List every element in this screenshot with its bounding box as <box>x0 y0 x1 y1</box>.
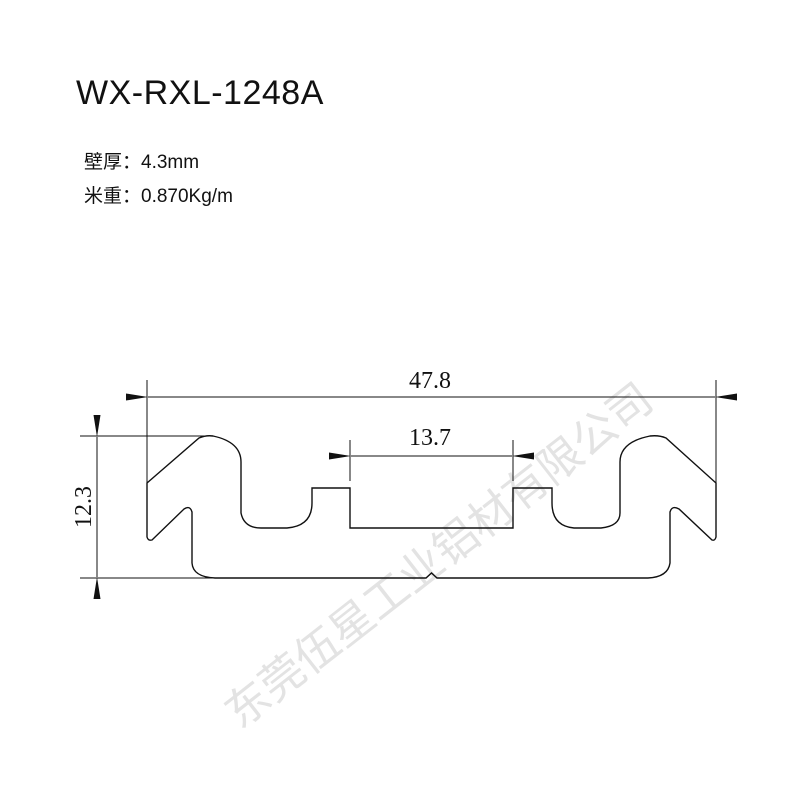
profile-outline <box>146 435 717 579</box>
spec-value: 0.870Kg/m <box>141 186 233 207</box>
slot-width-label: 13.7 <box>409 425 451 451</box>
wall-thickness-spec: 壁厚：4.3mm <box>84 147 199 174</box>
overall-width-dimension <box>126 380 737 483</box>
height-dimension <box>80 415 215 599</box>
weight-per-meter-spec: 米重：0.870Kg/m <box>84 181 233 208</box>
slot-width-dimension <box>329 440 534 481</box>
spec-value: 4.3mm <box>141 152 200 173</box>
overall-width-label: 47.8 <box>409 368 451 394</box>
height-label: 12.3 <box>71 486 97 528</box>
spec-label: 壁厚： <box>84 152 142 173</box>
spec-label: 米重： <box>84 186 142 207</box>
profile-model-title: WX-RXL-1248A <box>76 74 324 112</box>
